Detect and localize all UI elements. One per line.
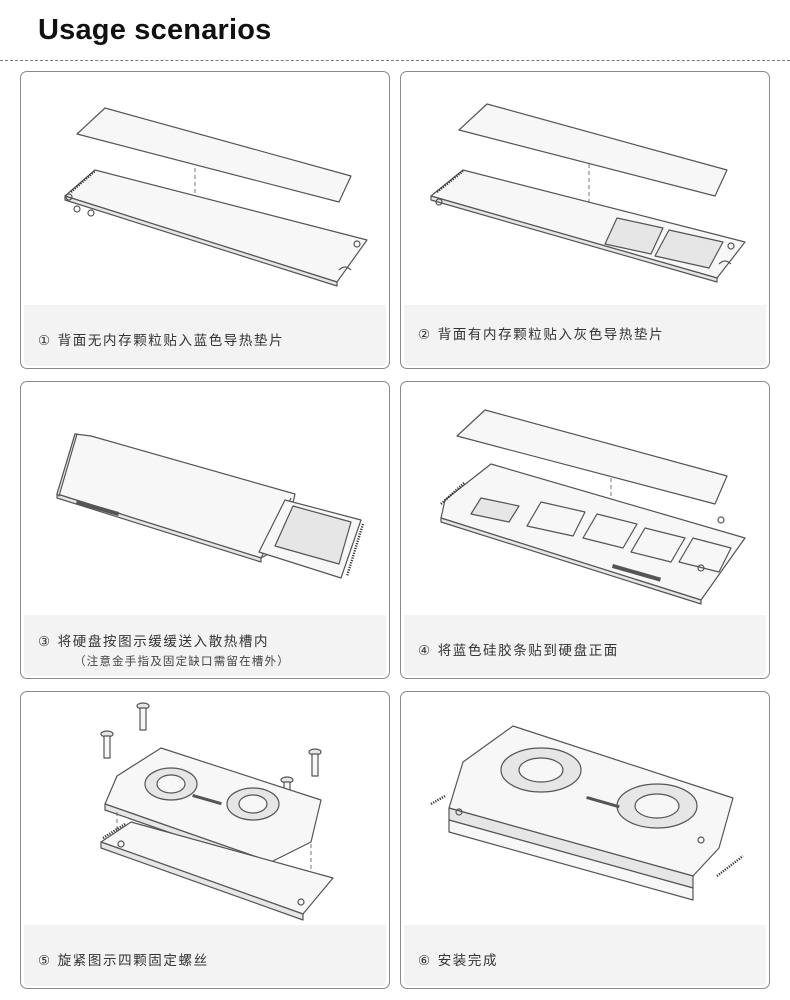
illustration-ssd-grey-pad [430,103,746,283]
illustration-tighten-screws [100,702,334,921]
page-title: Usage scenarios [38,14,272,46]
step-note: （注意金手指及固定缺口需留在槽外） [74,654,290,668]
illustration-installed [430,725,744,901]
screw-icon [136,702,150,731]
illustration-silicone-strip [440,409,746,605]
illustration-insert-ssd [56,433,365,579]
header-divider [0,60,790,61]
screw-icon [308,748,322,777]
illustration-ssd-blue-pad [64,107,368,287]
screw-icon [100,730,114,759]
